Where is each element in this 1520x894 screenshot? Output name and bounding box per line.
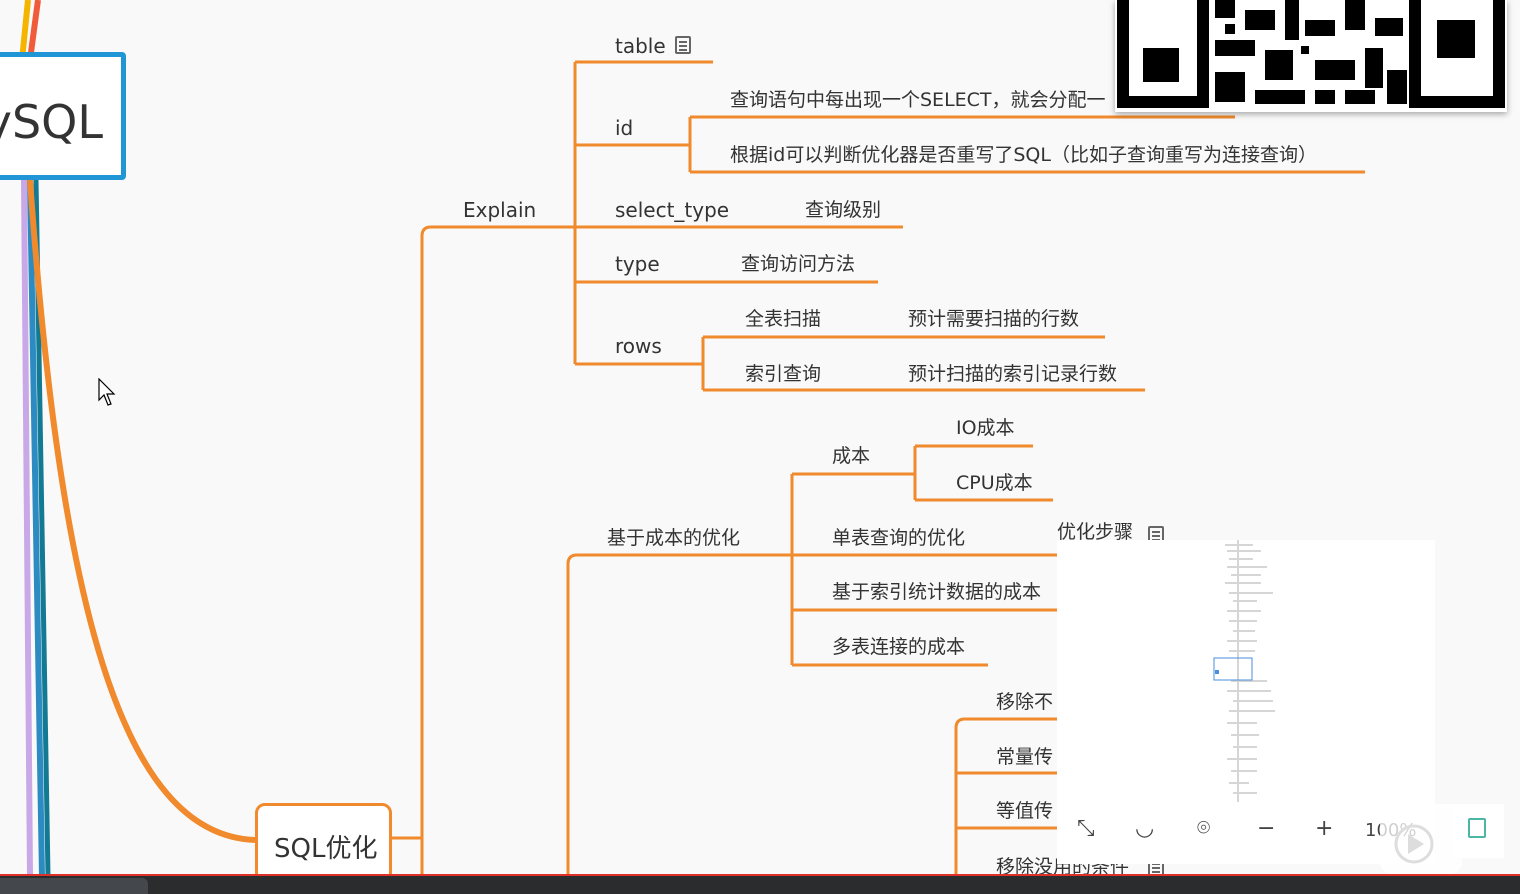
minimap-preview [1213,540,1275,802]
single-table-node[interactable]: 单表查询的优化 [832,527,966,549]
single-table-steps[interactable]: 优化步骤 [1057,521,1134,540]
cost-opt-node[interactable]: 基于成本的优化 [607,527,741,549]
index-query-desc[interactable]: 预计扫描的索引记录行数 [908,363,1118,385]
index-query-node[interactable]: 索引查询 [745,363,822,385]
taskbar-app-button[interactable] [0,878,148,894]
multi-join-node[interactable]: 多表连接的成本 [832,636,966,658]
cpu-cost-node[interactable]: CPU成本 [956,472,1033,494]
help-icon [1468,818,1486,838]
type-node[interactable]: type [615,252,660,276]
id-node[interactable]: id [615,116,634,140]
root-node[interactable]: ySQL [0,52,126,180]
location-pin-icon[interactable]: ⌾ [1197,816,1211,841]
minimap[interactable] [1057,540,1435,802]
id-desc-1[interactable]: 查询语句中每出现一个SELECT，就会分配一 [730,89,1106,111]
explain-node[interactable]: Explain [463,198,537,222]
qr-code [1115,0,1507,112]
mindmap-canvas[interactable]: ySQL SQL优化 Explain table id 查询语句中每出现一个SE… [0,0,1520,876]
id-desc-2[interactable]: 根据id可以判断优化器是否重写了SQL（比如子查询重写为连接查询） [730,144,1317,166]
root-label: ySQL [0,95,103,149]
cost-node[interactable]: 成本 [832,445,871,467]
eq-prop-node[interactable]: 等值传 [996,800,1054,822]
zoom-in-icon[interactable]: + [1315,816,1334,841]
sql-optimization-node[interactable]: SQL优化 [255,803,392,876]
fit-expand-icon[interactable]: ⤡ [1077,816,1095,841]
mouse-cursor-icon [98,377,118,412]
qr-code-pattern [1117,0,1505,108]
taskbar [0,876,1520,894]
play-icon [1394,824,1434,864]
divider [0,874,1520,876]
full-scan-desc[interactable]: 预计需要扫描的行数 [908,308,1080,330]
remove-unneeded-node[interactable]: 移除不 [996,691,1054,713]
full-scan-node[interactable]: 全表扫描 [745,308,822,330]
sql-optimization-label: SQL优化 [274,834,378,864]
io-cost-node[interactable]: IO成本 [956,417,1015,439]
table-node[interactable]: table [615,34,666,58]
type-desc[interactable]: 查询访问方法 [741,253,856,275]
mindmap-connectors [19,0,1365,876]
note-icon[interactable] [675,36,691,54]
minimap-toolbar: ⤡ ◡ ⌾ − + 100% [1057,802,1435,864]
select-type-desc[interactable]: 查询级别 [805,199,882,221]
select-type-node[interactable]: select_type [615,198,730,222]
zoom-out-icon[interactable]: − [1257,816,1276,841]
video-play-button[interactable] [1380,804,1462,874]
index-stats-node[interactable]: 基于索引统计数据的成本 [832,581,1042,603]
eye-closed-icon[interactable]: ◡ [1135,816,1155,841]
rows-node[interactable]: rows [615,334,662,358]
const-prop-node[interactable]: 常量传 [996,746,1054,768]
